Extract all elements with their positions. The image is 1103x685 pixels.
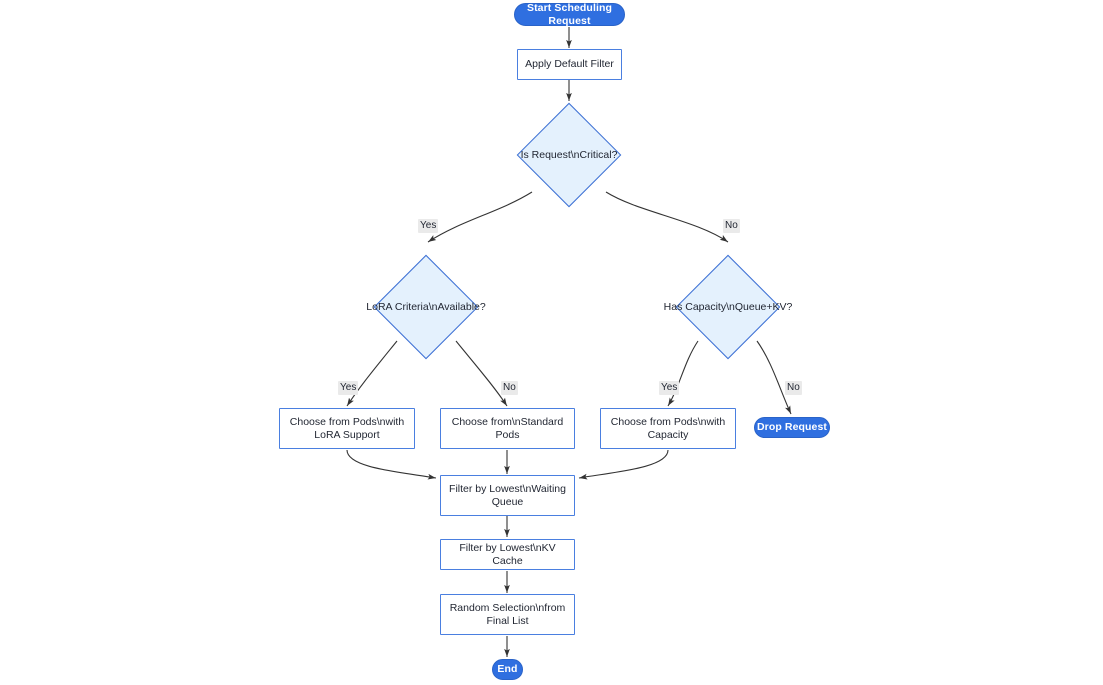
node-choose-standard-pods-label: Choose from\nStandard Pods xyxy=(451,415,564,441)
node-filter-lowest-kv-cache[interactable]: Filter by Lowest\nKV Cache xyxy=(440,539,575,570)
node-filter-lowest-waiting-queue[interactable]: Filter by Lowest\nWaiting Queue xyxy=(440,475,575,516)
edge-label-capacity-yes: Yes xyxy=(659,381,680,395)
node-choose-pods-with-capacity-label: Choose from Pods\nwith Capacity xyxy=(610,415,726,441)
edge-label-capacity-no: No xyxy=(785,381,802,395)
node-lora-criteria-available[interactable]: LoRA Criteria\nAvailable? xyxy=(366,254,486,360)
node-random-selection-final-list-label: Random Selection\nfrom Final List xyxy=(449,601,566,627)
edge-label-lora-yes: Yes xyxy=(338,381,359,395)
edge-critical-to-capacity xyxy=(605,191,729,243)
node-filter-lowest-kv-cache-label: Filter by Lowest\nKV Cache xyxy=(459,541,556,567)
node-has-capacity-queue-kv[interactable]: Has Capacity\nQueue+KV? xyxy=(664,254,792,360)
node-apply-default-filter[interactable]: Apply Default Filter xyxy=(517,49,622,80)
node-end-label: End xyxy=(497,663,518,675)
edge-label-critical-no: No xyxy=(723,219,740,233)
node-end[interactable]: End xyxy=(492,659,523,680)
node-apply-default-filter-label: Apply Default Filter xyxy=(525,58,614,70)
node-is-request-critical[interactable]: Is Request\nCritical? xyxy=(516,102,622,208)
node-has-capacity-queue-kv-label: Has Capacity\nQueue+KV? xyxy=(663,300,793,313)
edge-podscapacity-to-queue xyxy=(578,449,669,480)
node-choose-pods-with-capacity[interactable]: Choose from Pods\nwith Capacity xyxy=(600,408,736,449)
node-choose-pods-with-lora-support-label: Choose from Pods\nwith LoRA Support xyxy=(289,415,405,441)
node-choose-standard-pods[interactable]: Choose from\nStandard Pods xyxy=(440,408,575,449)
node-random-selection-final-list[interactable]: Random Selection\nfrom Final List xyxy=(440,594,575,635)
node-drop-request-label: Drop Request xyxy=(756,421,828,433)
node-is-request-critical-label: Is Request\nCritical? xyxy=(520,148,618,161)
node-filter-lowest-waiting-queue-label: Filter by Lowest\nWaiting Queue xyxy=(449,482,566,508)
node-start[interactable]: Start Scheduling Request xyxy=(514,1,625,27)
node-lora-criteria-available-label: LoRA Criteria\nAvailable? xyxy=(366,300,486,313)
node-choose-pods-with-lora-support[interactable]: Choose from Pods\nwith LoRA Support xyxy=(279,408,415,449)
edge-podslora-to-queue xyxy=(346,449,437,480)
edge-label-lora-no: No xyxy=(501,381,518,395)
node-start-label: Start Scheduling Request xyxy=(526,1,613,27)
node-drop-request[interactable]: Drop Request xyxy=(754,417,830,438)
edge-label-critical-yes: Yes xyxy=(418,219,439,233)
